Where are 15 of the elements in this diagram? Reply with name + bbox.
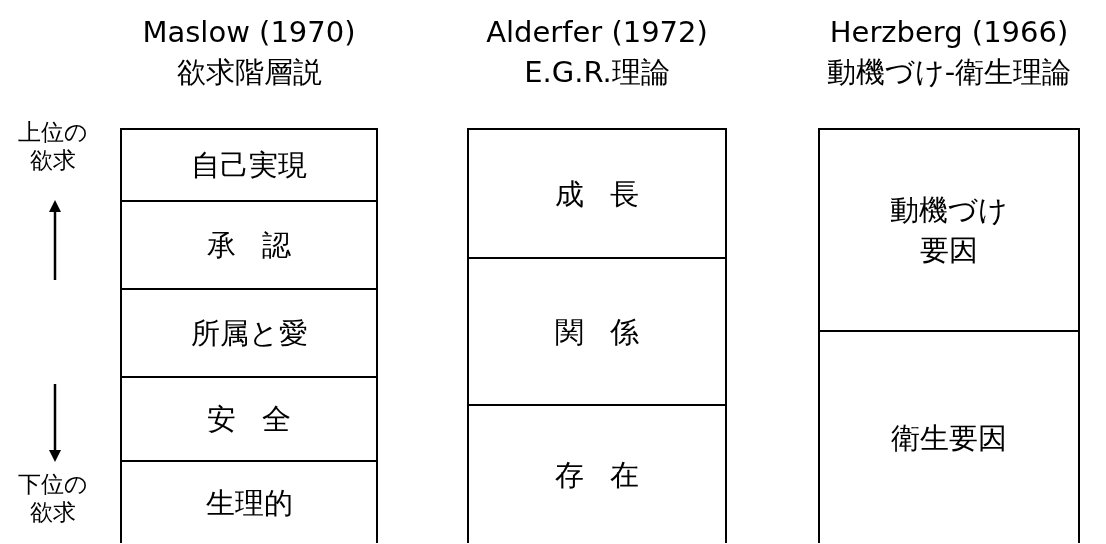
table-cell: 所属と愛: [120, 288, 378, 376]
column-heading: Alderfer (1972) E.G.R.理論: [485, 14, 709, 91]
axis-label: 下位の欲求: [18, 470, 88, 526]
table-cell: 成長: [467, 128, 727, 257]
table-cell: 存在: [467, 404, 727, 543]
table-cell: 生理的: [120, 460, 378, 543]
column-heading: Maslow (1970) 欲求階層説: [141, 14, 357, 91]
table-cell: 承認: [120, 200, 378, 288]
table-cell: 安全: [120, 376, 378, 460]
table-cell: 自己実現: [120, 128, 378, 200]
table-cell: 動機づけ要因: [818, 128, 1080, 330]
axis-label: 上位の欲求: [18, 118, 88, 174]
table-cell: 衛生要因: [818, 330, 1080, 543]
column-heading: Herzberg (1966) 動機づけ-衛生理論: [825, 14, 1073, 91]
table-cell: 関係: [467, 257, 727, 404]
